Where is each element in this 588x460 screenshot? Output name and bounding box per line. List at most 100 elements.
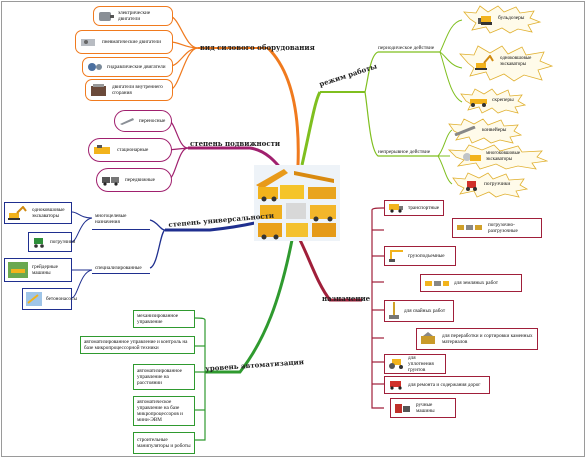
purpose-item-label: для уплотнения грунтов <box>408 355 434 373</box>
roller-icon <box>389 359 403 369</box>
pneumatic-motor-icon <box>81 39 95 46</box>
power-item-electric[interactable]: электрические двигатели <box>93 6 173 26</box>
purpose-item-transport[interactable]: транспортные <box>384 200 444 216</box>
automation-item-label: автоматизированное управление и контроль… <box>84 339 188 351</box>
power-item-pneumatic[interactable]: пневматические двигатели <box>75 30 173 54</box>
crusher-icon <box>421 332 435 344</box>
pile-driver-icon <box>389 302 399 319</box>
stationary-machine-icon <box>94 145 110 154</box>
universality-special-label: специализированные <box>92 262 150 274</box>
purpose-item-label: погрузочно-разгрузочные <box>488 222 518 234</box>
power-item-label: гидравлические двигатели <box>107 64 166 70</box>
mobility-item-mobile[interactable]: передвижные <box>96 168 172 192</box>
purpose-item-label: для земляных работ <box>454 280 498 286</box>
power-item-hydraulic[interactable]: гидравлические двигатели <box>82 57 173 77</box>
mobility-item-label: передвижные <box>125 177 155 183</box>
mobility-item-stationary[interactable]: стационарные <box>88 138 172 162</box>
mode-item-loaders[interactable]: погрузчики <box>452 172 528 198</box>
star-burst-shape <box>459 45 554 82</box>
purpose-item-crushing[interactable]: для переработки и сортировки каменных ма… <box>416 328 538 350</box>
universality-item-loaders[interactable]: погрузчики <box>28 232 76 252</box>
purpose-item-loading[interactable]: погрузочно-разгрузочные <box>452 218 542 238</box>
automation-item-remote[interactable]: автоматизированное управление на расстоя… <box>133 364 195 390</box>
automation-item-label: механизированное управление <box>137 313 179 325</box>
automation-item-automatic[interactable]: автоматическое управление на базе микроп… <box>133 396 195 426</box>
universality-item-label: бетононасосы <box>46 296 77 302</box>
universality-item-pumps[interactable]: бетононасосы <box>22 288 77 310</box>
concrete-pump-icon <box>26 292 42 306</box>
power-item-label: пневматические двигатели <box>102 39 162 45</box>
universality-multi-label: многоцелевые назначения <box>92 208 150 230</box>
purpose-item-label: для свайных работ <box>404 308 446 314</box>
mode-periodic-label: периодическое действие <box>378 45 435 51</box>
mode-item-label: бульдозеры <box>498 15 525 21</box>
purpose-item-road-repair[interactable]: для ремонта и содержания дорог <box>384 376 490 394</box>
purpose-item-label: для переработки и сортировки каменных ма… <box>442 333 533 345</box>
power-item-label: электрические двигатели <box>118 10 151 22</box>
mode-item-label: многоковшовые экскаваторы <box>486 151 521 162</box>
branch-title-purpose: назначение <box>322 294 371 303</box>
truck-icon <box>389 204 403 213</box>
road-repair-icon <box>390 381 402 390</box>
grader-icon <box>8 262 28 278</box>
automation-item-mechanized[interactable]: механизированное управление <box>133 310 195 328</box>
mobile-machine-icon <box>102 177 119 186</box>
purpose-item-label: для ремонта и содержания дорог <box>408 382 481 388</box>
crane-icon <box>389 250 403 262</box>
hydraulic-motor-icon <box>88 63 102 71</box>
mode-item-label: погрузчики <box>484 181 511 187</box>
purpose-item-compaction[interactable]: для уплотнения грунтов <box>384 354 446 374</box>
star-burst-shape <box>460 88 526 114</box>
construction-machinery-collage-icon <box>254 165 340 241</box>
automation-item-robots[interactable]: строительные манипуляторы и роботы <box>133 432 195 454</box>
purpose-item-piling[interactable]: для свайных работ <box>384 300 454 322</box>
mode-item-label: скреперы <box>492 97 514 103</box>
scraper-icon <box>470 99 487 107</box>
automation-item-label: автоматическое управление на базе микроп… <box>137 399 183 423</box>
universality-item-label: одноковшовые экскаваторы <box>32 207 65 219</box>
purpose-item-earthworks[interactable]: для земляных работ <box>420 274 522 292</box>
mobility-item-portable[interactable]: переносные <box>114 110 172 132</box>
universality-item-label: грейдерные машины <box>32 264 58 276</box>
mode-continuous-label: непрерывное действие <box>378 149 431 155</box>
mode-item-scrapers[interactable]: скреперы <box>460 88 526 114</box>
electric-motor-icon <box>99 12 114 21</box>
universality-item-excavators[interactable]: одноковшовые экскаваторы <box>4 202 72 224</box>
mode-item-bulldozers[interactable]: бульдозеры <box>462 4 542 34</box>
universality-item-label: погрузчики <box>50 239 76 245</box>
excavator-icon <box>8 206 27 220</box>
purpose-item-label: грузоподъемные <box>408 253 445 259</box>
mode-item-excavators[interactable]: одноковшовые экскаваторы <box>458 44 554 82</box>
purpose-item-label: транспортные <box>408 205 440 211</box>
automation-item-microprocessor-control[interactable]: автоматизированное управление и контроль… <box>80 336 195 354</box>
hand-tools-icon <box>395 404 410 413</box>
mode-item-label: одноковшовые экскаваторы <box>500 56 532 67</box>
power-item-combustion[interactable]: двигатели внутреннего сгорания <box>85 79 173 101</box>
loader-icon <box>466 181 477 191</box>
earthmoving-icon <box>425 281 449 286</box>
universality-multi-text: многоцелевые назначения <box>95 212 127 225</box>
branch-title-power: вид силового оборудования <box>200 43 315 52</box>
star-burst-shape <box>448 144 548 170</box>
automation-item-label: автоматизированное управление на расстоя… <box>137 368 182 386</box>
bucket-wheel-excavator-icon <box>463 153 481 161</box>
mode-item-conveyors[interactable]: конвейеры <box>448 118 522 144</box>
universality-item-graders[interactable]: грейдерные машины <box>4 258 72 282</box>
automation-item-label: строительные манипуляторы и роботы <box>137 437 191 449</box>
star-burst-shape <box>448 118 522 144</box>
combustion-engine-icon <box>91 84 106 96</box>
purpose-item-hand-machines[interactable]: ручные машины <box>390 398 456 418</box>
bulldozer-icon <box>478 16 492 25</box>
mobility-item-label: стационарные <box>117 147 149 153</box>
loading-machines-icon <box>457 225 482 230</box>
mode-item-label: конвейеры <box>482 127 507 133</box>
center-collage <box>254 165 340 241</box>
power-item-label: двигатели внутреннего сгорания <box>112 84 163 96</box>
purpose-item-lifting[interactable]: грузоподъемные <box>384 246 456 266</box>
branch-title-mobility: степень подвижности <box>190 139 281 148</box>
mode-item-multibucket[interactable]: многоковшовые экскаваторы <box>448 144 548 170</box>
universality-special-text: специализированные <box>95 264 142 271</box>
portable-tool-icon <box>120 118 134 125</box>
